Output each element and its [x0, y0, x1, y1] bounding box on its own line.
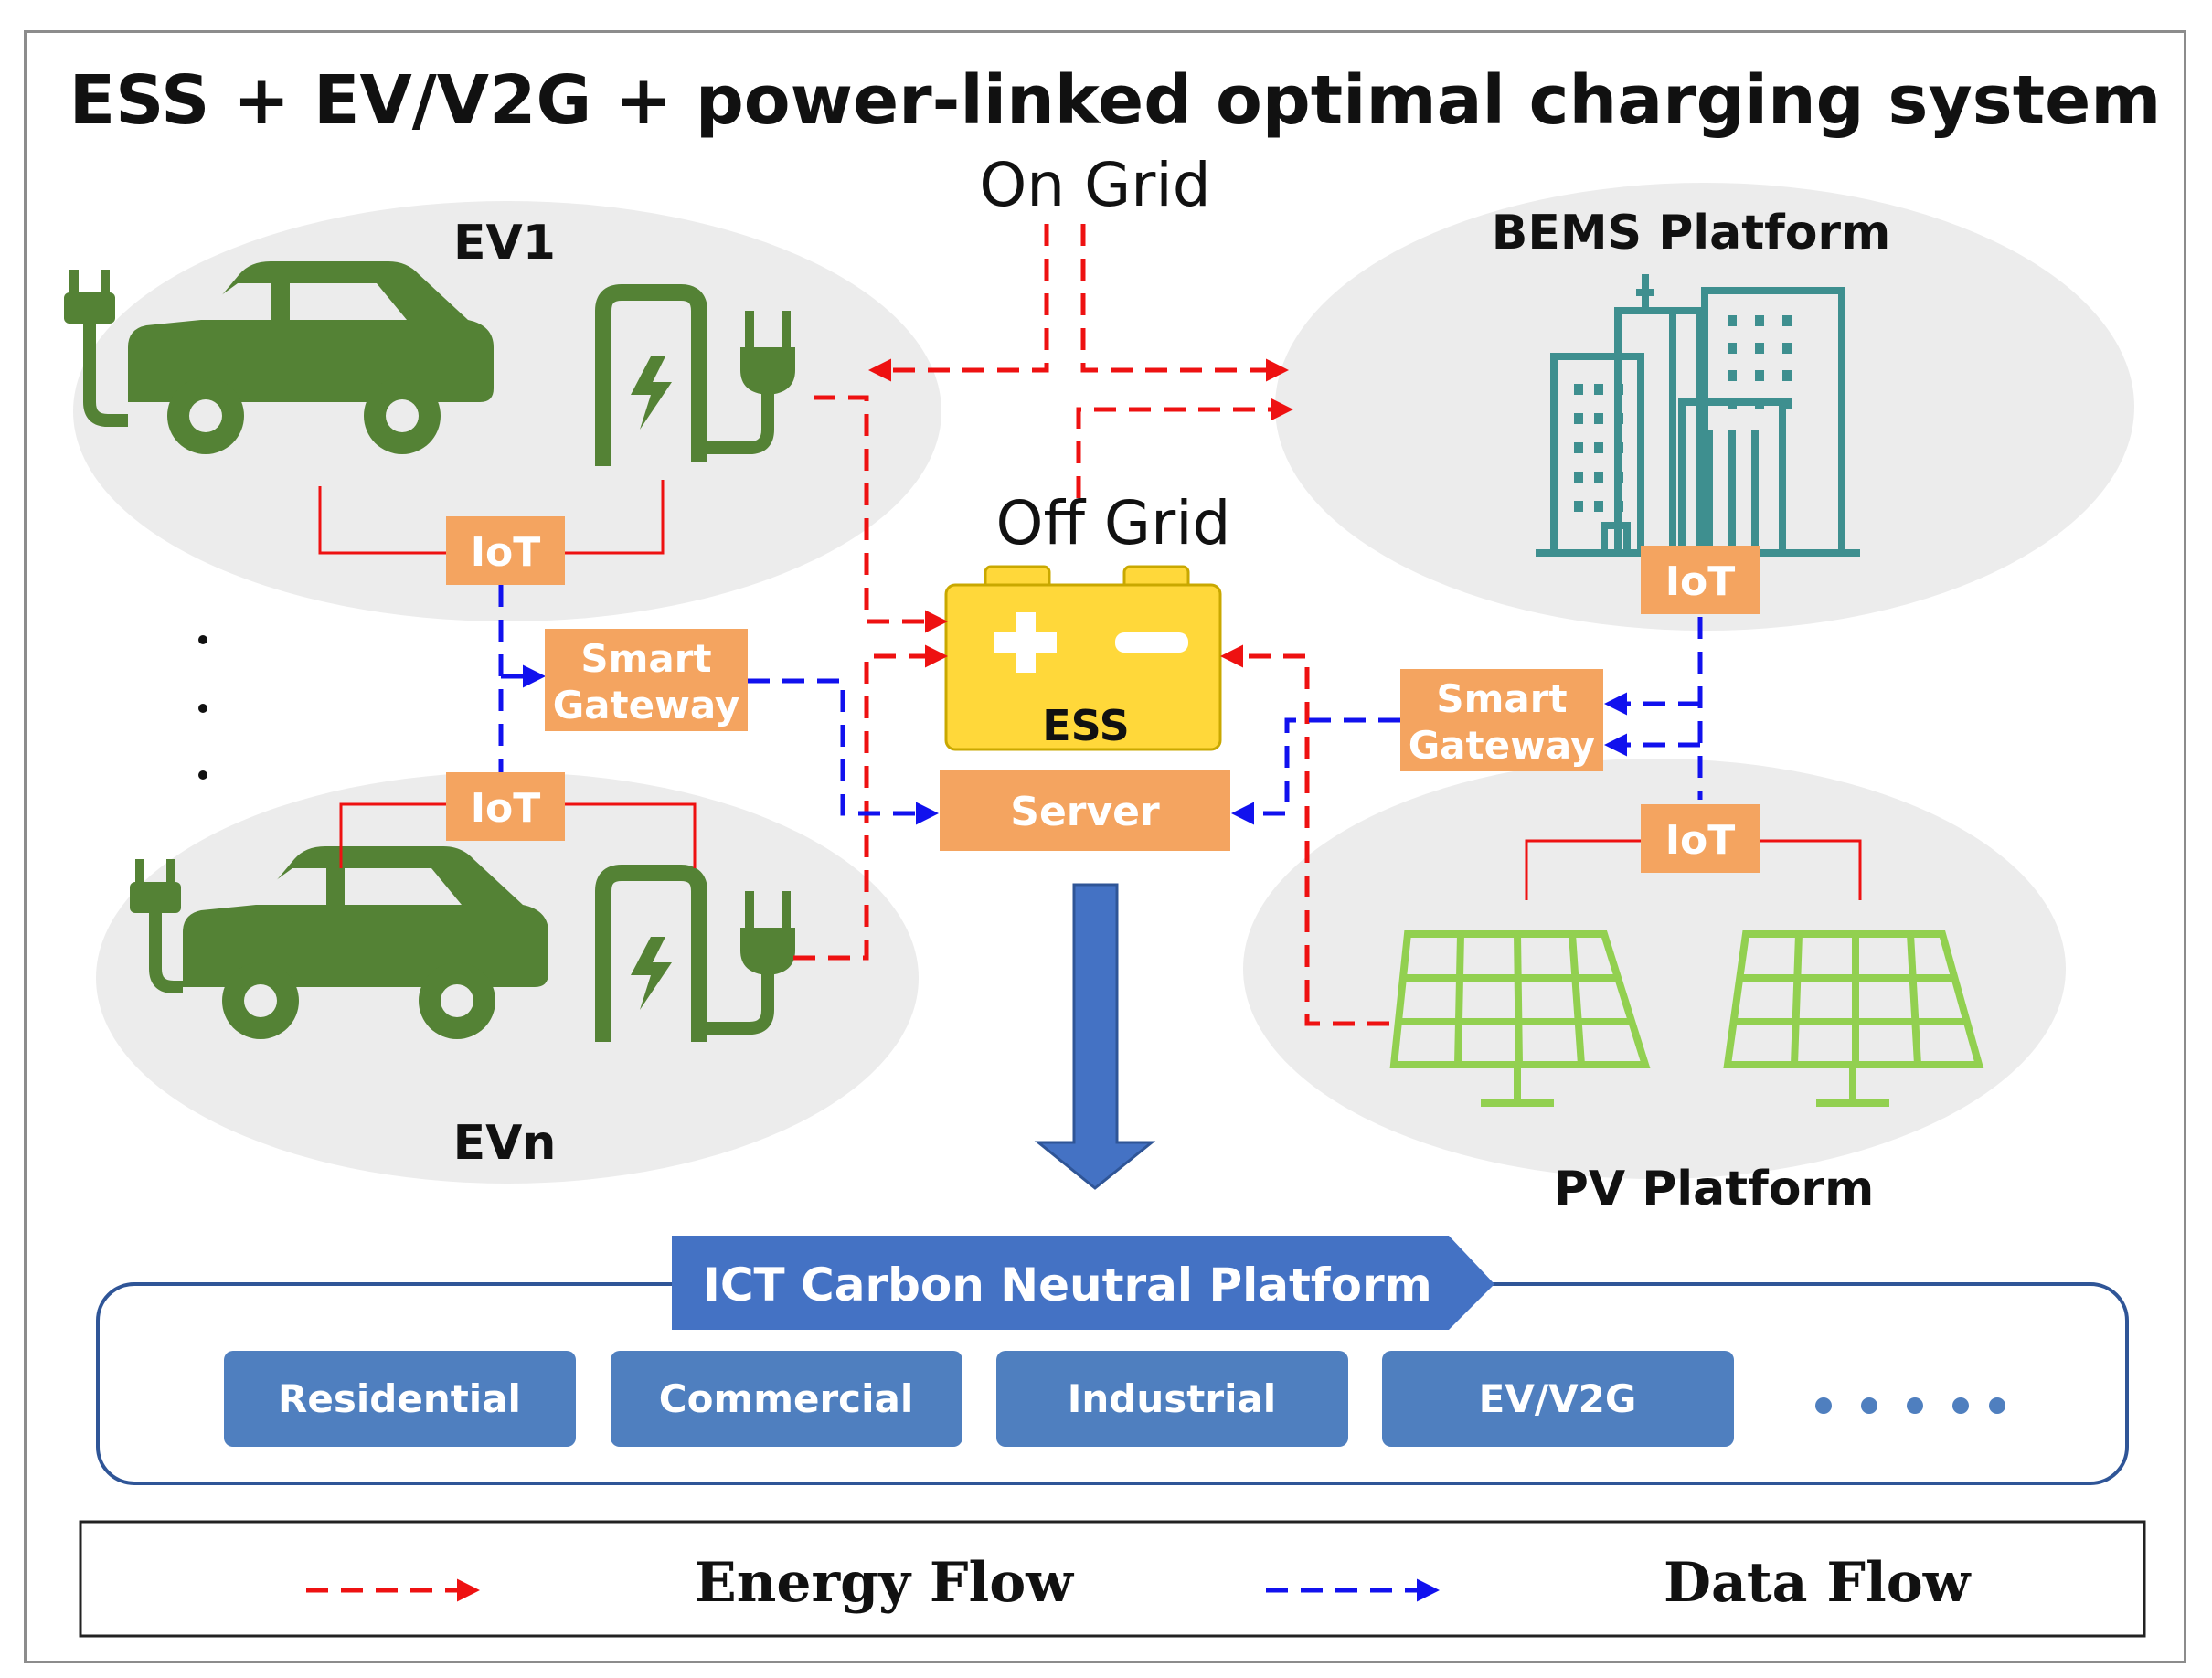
car-icon	[183, 846, 548, 1039]
svg-text:IoT: IoT	[1665, 817, 1736, 864]
building-window	[1782, 370, 1792, 381]
building-window	[1594, 384, 1603, 395]
pv-platform-label: PV Platform	[1554, 1162, 1875, 1216]
building-window	[1728, 398, 1737, 409]
building-window	[1782, 398, 1792, 409]
category-residential: Residential	[224, 1351, 576, 1447]
energy-flows	[793, 224, 1389, 1026]
building-window	[1755, 315, 1764, 326]
svg-text:Energy Flow: Energy Flow	[695, 1551, 1074, 1615]
building-window	[1728, 315, 1737, 326]
solar-panel-icon	[1723, 930, 1984, 1107]
building-windows	[1574, 315, 1792, 512]
building-window	[1574, 384, 1583, 395]
svg-text:ICT Carbon Neutral Platform: ICT Carbon Neutral Platform	[703, 1258, 1432, 1312]
building-window	[1594, 442, 1603, 453]
diagram-frame	[24, 30, 2186, 1663]
ellipsis-dot	[198, 770, 207, 780]
ev1-label: EV1	[453, 216, 556, 271]
building-window	[1614, 384, 1623, 395]
off-grid-label: Off Grid	[996, 488, 1231, 558]
building-window	[1574, 472, 1583, 483]
svg-text:Commercial: Commercial	[659, 1376, 913, 1421]
building-window	[1728, 370, 1737, 381]
svg-text:IoT: IoT	[471, 785, 541, 832]
svg-text:Industrial: Industrial	[1068, 1376, 1276, 1421]
bems-platform-label: BEMS Platform	[1492, 206, 1891, 260]
on-grid-label: On Grid	[979, 150, 1210, 220]
evn-label: EVn	[453, 1116, 557, 1171]
building-window	[1614, 413, 1623, 424]
svg-text:IoT: IoT	[471, 529, 541, 576]
down-arrow-icon	[1034, 883, 1156, 1190]
building-window	[1594, 413, 1603, 424]
building-window	[1755, 343, 1764, 354]
iot-box-pv: IoT	[1641, 804, 1760, 873]
car-icon	[128, 261, 494, 454]
smart-gateway-right: Smart Gateway	[1400, 669, 1603, 771]
building-window	[1574, 442, 1583, 453]
iot-box-evn: IoT	[446, 772, 565, 841]
svg-text:EV/V2G: EV/V2G	[1479, 1376, 1637, 1421]
svg-text:IoT: IoT	[1665, 558, 1736, 605]
category-more-ellipsis	[1815, 1397, 2005, 1414]
ess-label: ESS	[1042, 701, 1130, 750]
svg-text:Smart: Smart	[580, 636, 711, 681]
data-flows	[498, 585, 1703, 825]
legend-box	[79, 1520, 2146, 1638]
svg-text:Data Flow: Data Flow	[1664, 1551, 1972, 1615]
building-window	[1574, 501, 1583, 512]
building-window	[1594, 472, 1603, 483]
building-window	[1574, 413, 1583, 424]
category-ev-v2g: EV/V2G	[1382, 1351, 1734, 1447]
plug-icon	[64, 270, 128, 427]
category-industrial: Industrial	[996, 1351, 1348, 1447]
battery-icon	[944, 565, 1222, 751]
building-window	[1782, 315, 1792, 326]
ellipsis-dot	[198, 635, 207, 644]
legend-energy-flow: Energy Flow	[306, 1551, 1074, 1615]
building-window	[1755, 370, 1764, 381]
building-window	[1594, 501, 1603, 512]
plug-icon	[130, 859, 183, 993]
diagram-title: ESS + EV/V2G + power-linked optimal char…	[69, 61, 2162, 140]
building-window	[1782, 343, 1792, 354]
svg-text:Gateway: Gateway	[1409, 723, 1596, 768]
ellipsis-dot	[198, 704, 207, 713]
server-box	[940, 770, 1230, 851]
building-window	[1614, 442, 1623, 453]
iot-box-bems: IoT	[1641, 546, 1760, 614]
building-window	[1614, 501, 1623, 512]
smart-gateway-left: Smart Gateway	[545, 629, 748, 731]
svg-text:Residential: Residential	[278, 1376, 521, 1421]
building-window	[1728, 343, 1737, 354]
svg-text:Smart: Smart	[1436, 676, 1567, 721]
category-commercial: Commercial	[611, 1351, 962, 1447]
platform-banner: ICT Carbon Neutral Platform	[672, 1236, 1494, 1330]
charger-icon	[595, 284, 795, 466]
solar-panel-icon	[1389, 930, 1651, 1107]
server-label: Server	[1010, 789, 1160, 835]
svg-text:Gateway: Gateway	[553, 683, 740, 727]
building-window	[1755, 398, 1764, 409]
iot-box-ev1: IoT	[446, 516, 565, 585]
charger-icon	[595, 865, 795, 1042]
building-window	[1614, 472, 1623, 483]
legend-data-flow: Data Flow	[1266, 1551, 1972, 1615]
